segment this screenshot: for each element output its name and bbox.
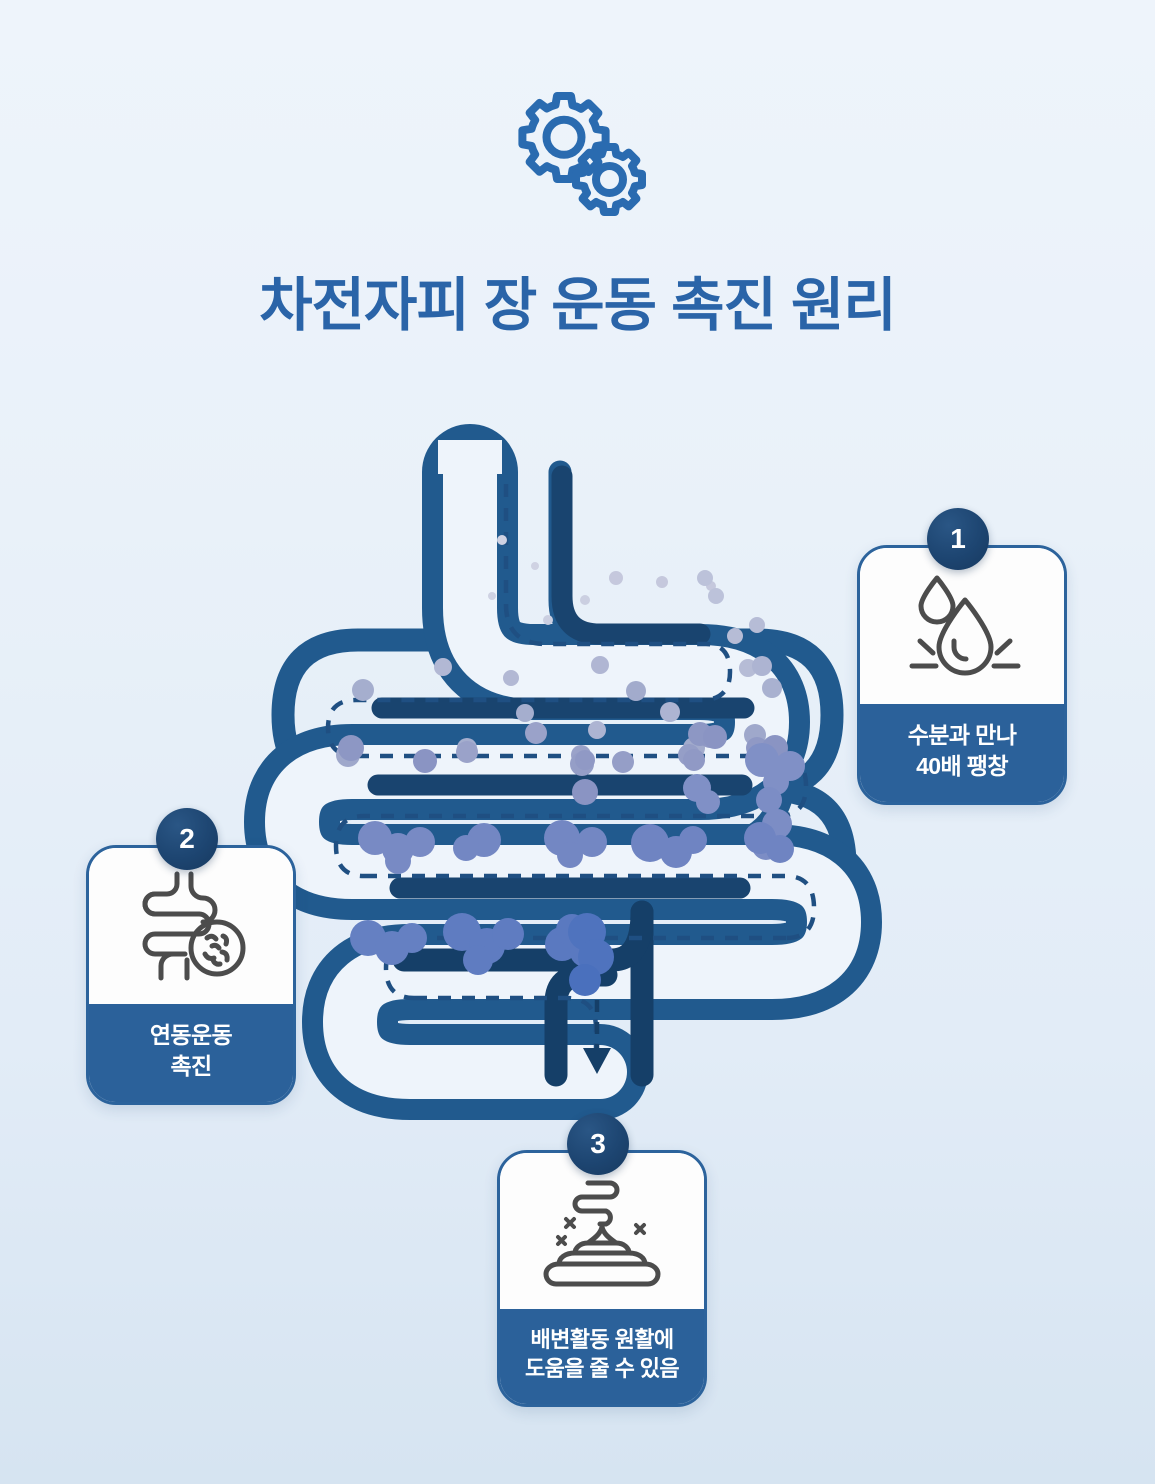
card-water-expansion[interactable]: 수분과 만나 40배 팽창 <box>857 545 1067 805</box>
card-2-icon-area <box>89 848 293 1004</box>
card-2-label: 연동운동 촉진 <box>89 1004 293 1102</box>
intestine-lumen-stroke <box>265 445 861 1099</box>
flow-direction-arrow <box>583 1000 611 1074</box>
fiber-particles <box>336 535 805 996</box>
card-1-badge: 1 <box>927 508 989 570</box>
rectum-left-wall <box>544 963 618 1087</box>
dashed-flow-path <box>325 484 817 1060</box>
card-2-badge: 2 <box>156 808 218 870</box>
water-drop-icon <box>909 575 1021 676</box>
card-3-badge: 3 <box>567 1113 629 1175</box>
card-3-icon-area <box>500 1153 704 1309</box>
card-peristalsis[interactable]: 연동운동 촉진 <box>86 845 296 1105</box>
rectum-top-wall <box>392 900 654 972</box>
gears-icon <box>517 92 646 216</box>
intestine-wall-stroke <box>244 424 882 1120</box>
card-3-label: 배변활동 원활에 도움을 줄 수 있음 <box>500 1309 704 1404</box>
card-bowel-movement[interactable]: 배변활동 원활에 도움을 줄 수 있음 <box>497 1150 707 1407</box>
card-1-label: 수분과 만나 40배 팽창 <box>860 704 1064 802</box>
intestine-microbe-icon <box>142 871 246 981</box>
stool-icon <box>543 1180 661 1287</box>
header-icon-container <box>0 86 1155 226</box>
intestine-tube <box>244 424 882 1120</box>
tube-top-mask <box>438 440 502 474</box>
intestine-serpentine-outer <box>271 460 857 952</box>
intestine-outer-wall <box>458 460 798 860</box>
card-1-icon-area <box>860 548 1064 704</box>
page-title: 차전자피 장 운동 촉진 원리 <box>259 273 896 338</box>
intestine-exit-segment <box>392 900 654 1087</box>
